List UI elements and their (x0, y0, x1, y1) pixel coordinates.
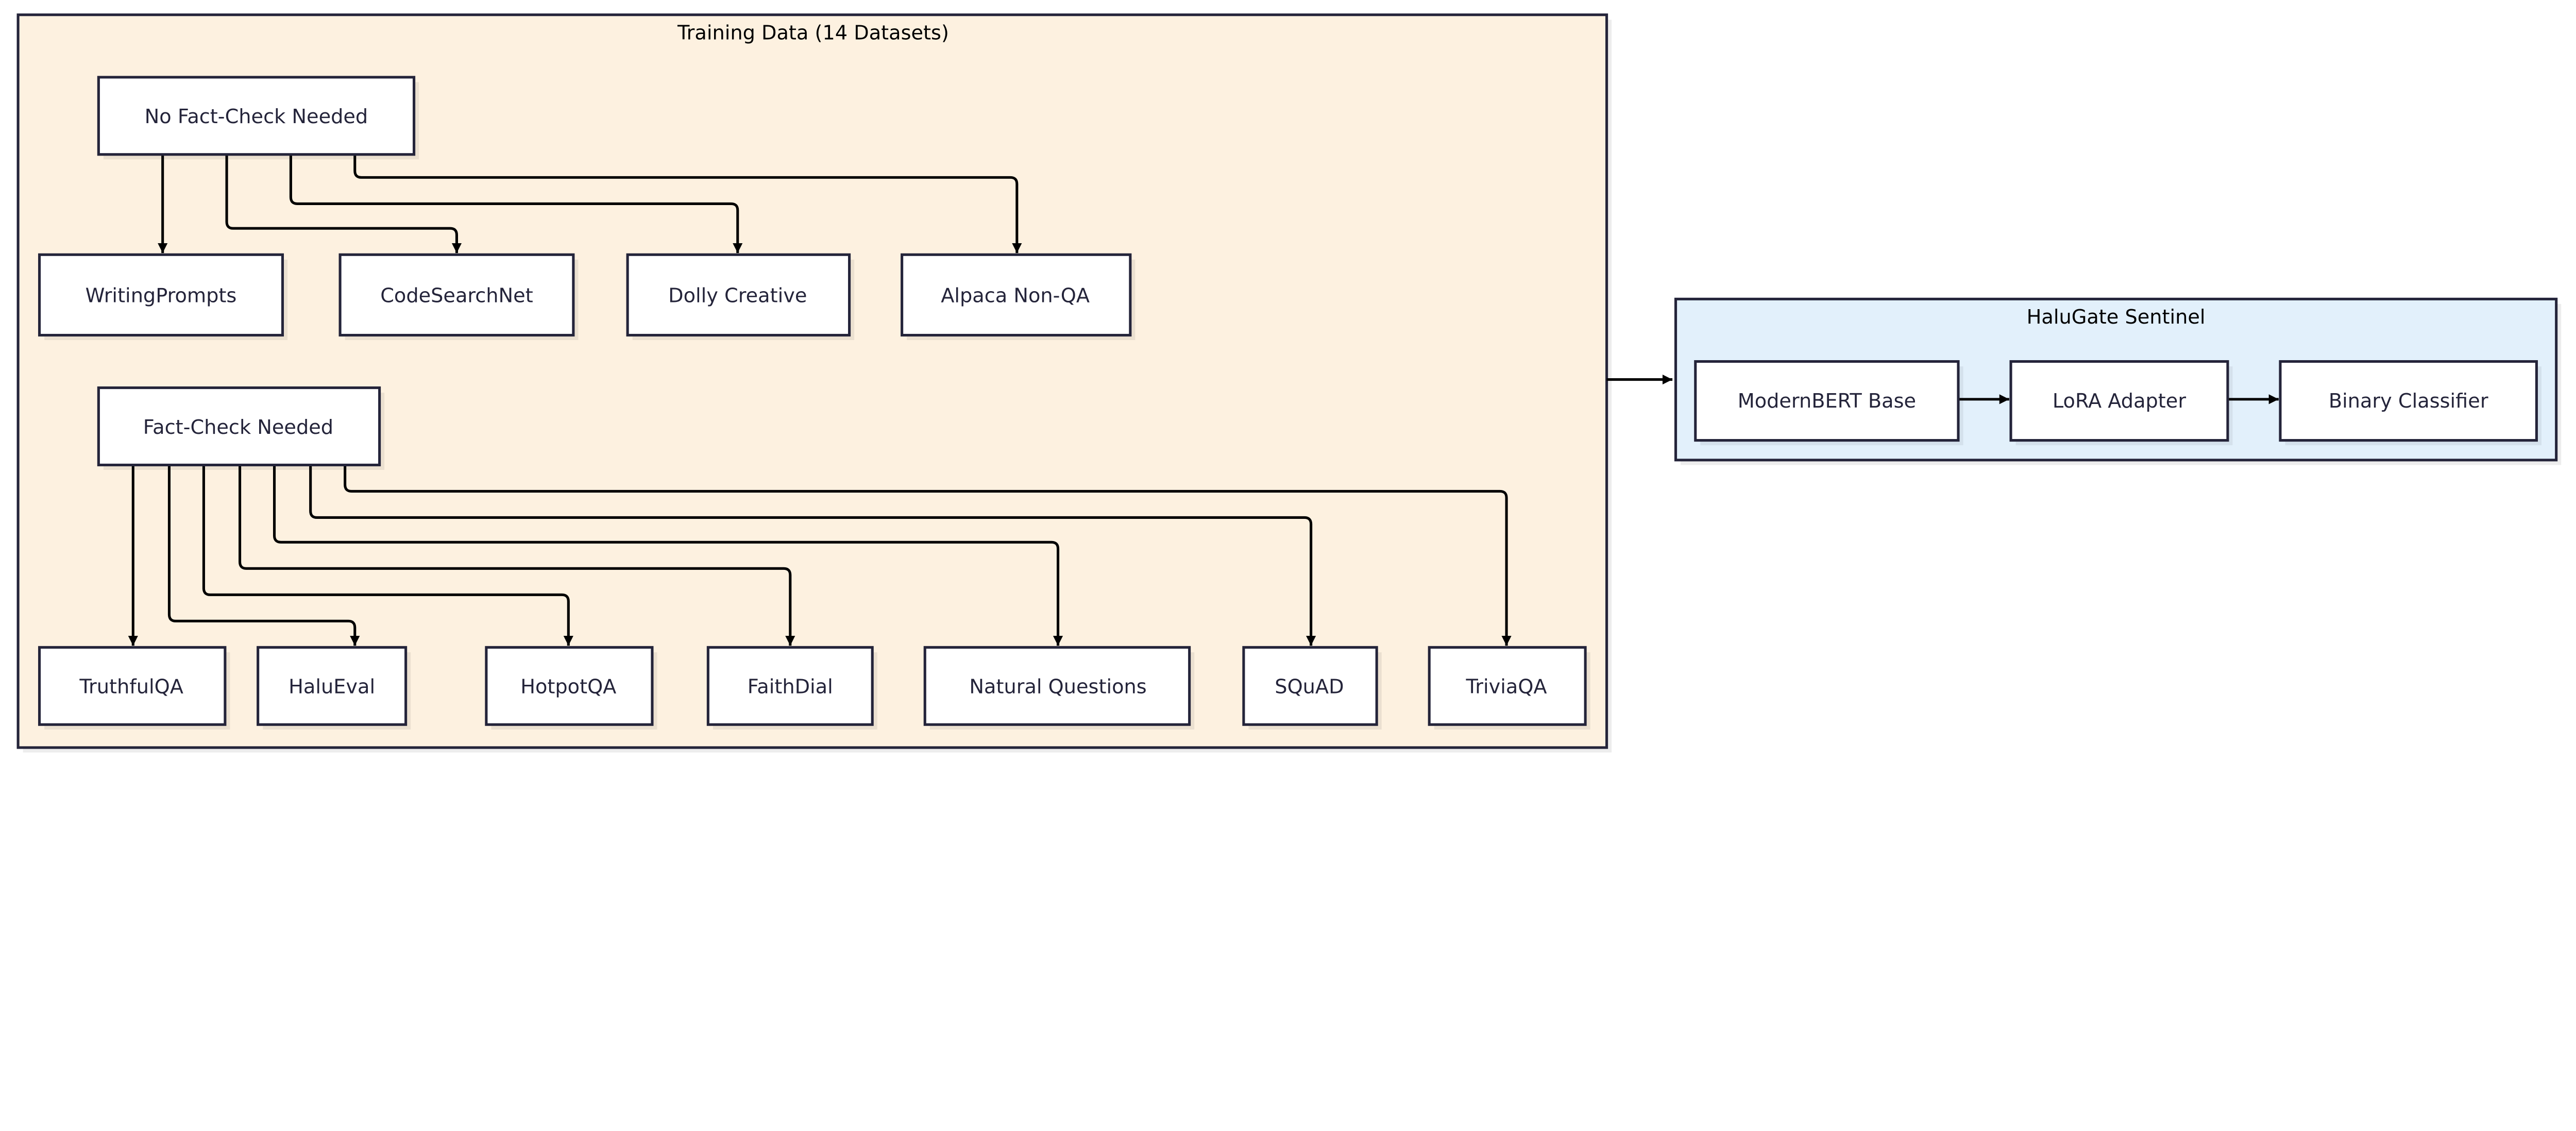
edge-to-alpaca-non-qa (353, 154, 1022, 254)
dataset-node-natural-questions: Natural Questions (923, 646, 1195, 730)
training-data-group: Training Data (14 Datasets) No Fact-Chec… (16, 13, 1612, 753)
edge-to-faithdial (239, 465, 795, 646)
edge-to-triviaqa (344, 465, 1512, 646)
dataset-label: HotpotQA (520, 676, 616, 699)
dataset-label: CodeSearchNet (380, 284, 533, 308)
stage-label: Binary Classifier (2329, 390, 2488, 413)
dataset-label: Alpaca Non-QA (941, 284, 1090, 308)
dataset-label: TriviaQA (1466, 676, 1547, 699)
stage-label: LoRA Adapter (2053, 390, 2186, 413)
edge-to-hotpotqa (202, 465, 573, 646)
no-fact-check-node: No Fact-Check Needed (97, 76, 419, 160)
dataset-node-faithdial: FaithDial (706, 646, 877, 730)
edge-to-dolly-creative (289, 154, 743, 254)
fact-check-edges (128, 465, 1512, 646)
edge-to-halueval (167, 465, 360, 646)
edge-to-natural-questions (273, 465, 1063, 646)
edge-to-codesearchnet (225, 154, 462, 254)
dataset-label: HaluEval (289, 676, 375, 699)
no-fact-check-label: No Fact-Check Needed (145, 105, 368, 128)
edge-to-squad (309, 465, 1316, 646)
dataset-label: Dolly Creative (668, 284, 807, 308)
fact-check-node: Fact-Check Needed (97, 386, 385, 470)
dataset-node-alpaca-non-qa: Alpaca Non-QA (901, 253, 1136, 341)
dataset-node-codesearchnet: CodeSearchNet (338, 253, 579, 341)
stage-node-modernbert-base: ModernBERT Base (1694, 360, 1963, 446)
dataset-label: SQuAD (1275, 676, 1344, 699)
dataset-node-dolly-creative: Dolly Creative (626, 253, 855, 341)
training-data-title: Training Data (14 Datasets) (677, 22, 949, 45)
halugate-sentinel-group: HaluGate Sentinel ModernBERT Base LoRA A… (1674, 297, 2562, 465)
stage-node-lora-adapter: LoRA Adapter (2009, 360, 2233, 446)
halugate-sentinel-title: HaluGate Sentinel (2027, 306, 2206, 329)
dataset-node-triviaqa: TriviaQA (1428, 646, 1590, 730)
dataset-node-squad: SQuAD (1242, 646, 1382, 730)
dataset-node-truthfulqa: TruthfulQA (38, 646, 230, 730)
dataset-node-writingprompts: WritingPrompts (38, 253, 288, 341)
fact-check-label: Fact-Check Needed (143, 416, 333, 439)
dataset-label: TruthfulQA (79, 676, 183, 699)
dataset-label: WritingPrompts (86, 284, 237, 308)
dataset-node-hotpotqa: HotpotQA (485, 646, 657, 730)
dataset-label: Natural Questions (969, 676, 1146, 699)
dataset-label: FaithDial (748, 676, 833, 699)
stage-node-binary-classifier: Binary Classifier (2279, 360, 2541, 446)
no-fact-check-edges (158, 154, 1022, 254)
dataset-node-halueval: HaluEval (257, 646, 411, 730)
diagram-canvas: Training Data (14 Datasets) No Fact-Chec… (16, 13, 2562, 753)
stage-label: ModernBERT Base (1738, 390, 1916, 413)
